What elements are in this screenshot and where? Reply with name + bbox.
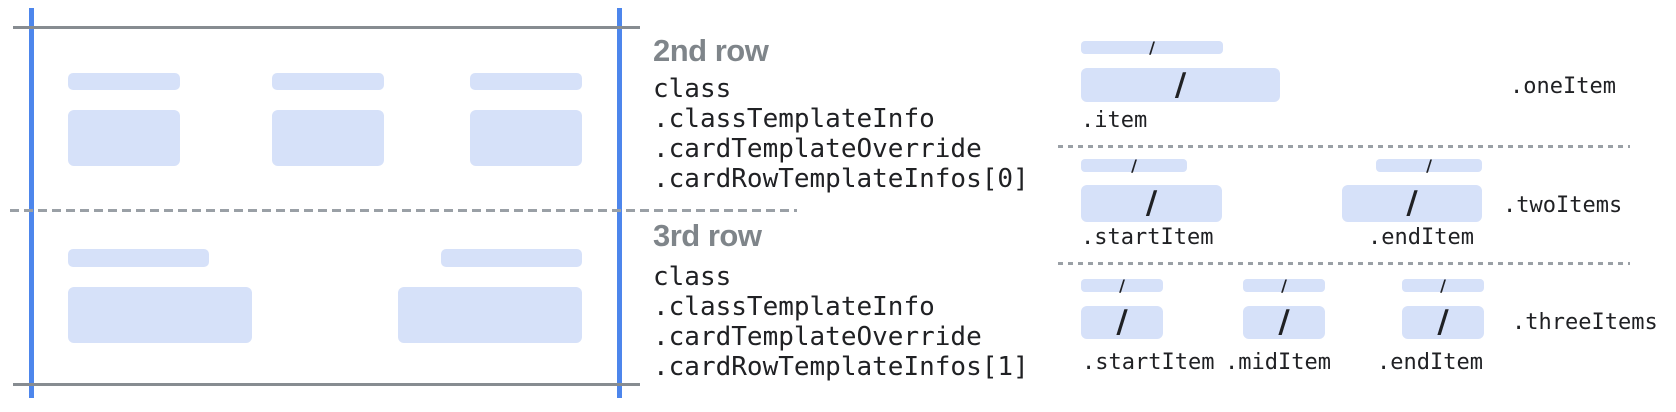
item-label-bar: / [1081,38,1223,57]
slash-icon: / [1406,185,1418,221]
field-value-placeholder [398,287,582,343]
row-separator-dashed-line [10,209,797,212]
item-label: .item [1081,108,1148,133]
field-value-placeholder [470,110,582,166]
row2-heading: 2nd row [653,33,769,68]
field-label-placeholder [441,249,582,267]
item-label: .endItem [1368,225,1474,250]
slash-icon: / [1149,38,1155,57]
field-label-placeholder [470,73,582,90]
slash-icon: / [1426,156,1432,175]
code-path-line: .cardTemplateOverride [653,322,982,352]
row3-heading: 3rd row [653,218,762,253]
slash-icon: / [1174,66,1187,103]
section-separator-dotted-line [1058,262,1630,265]
item-label-bar: / [1376,156,1482,175]
item-value-bar: / [1081,306,1163,339]
slash-icon: / [1131,156,1137,175]
slash-icon: / [1437,304,1449,340]
item-label: .startItem [1081,225,1214,250]
card-top-boundary-line [13,26,640,29]
item-value-bar: / [1243,306,1325,339]
item-value-bar: / [1081,185,1222,222]
card-right-bleed-line [617,8,622,398]
item-label: .startItem [1082,350,1215,375]
code-path-line: .classTemplateInfo [653,292,935,322]
item-label-bar: / [1081,156,1187,175]
field-label-placeholder [68,249,209,267]
section-separator-dotted-line [1058,145,1630,148]
field-value-placeholder [272,110,384,166]
field-label-placeholder [272,73,384,90]
item-label: .midItem [1225,350,1331,375]
code-path-line: .cardTemplateOverride [653,134,982,164]
card-bottom-boundary-line [13,383,640,386]
code-path-line: .cardRowTemplateInfos[1] [653,352,1029,382]
code-path-line: .cardRowTemplateInfos[0] [653,164,1029,194]
slash-icon: / [1145,185,1158,221]
item-label: .endItem [1377,350,1483,375]
item-value-bar: / [1342,185,1482,222]
item-label-bar: / [1081,276,1163,295]
field-label-placeholder [68,73,180,90]
field-value-placeholder [68,287,252,343]
item-value-bar: / [1081,68,1280,102]
template-name-label: .oneItem [1510,74,1616,99]
slash-icon: / [1116,304,1128,340]
template-name-label: .twoItems [1503,193,1623,218]
template-name-label: .threeItems [1512,310,1658,335]
code-path-line: .classTemplateInfo [653,104,935,134]
item-label-bar: / [1402,276,1484,295]
item-value-bar: / [1402,306,1484,339]
slash-icon: / [1278,304,1290,340]
slash-icon: / [1281,276,1287,295]
slash-icon: / [1119,276,1125,295]
field-value-placeholder [68,110,180,166]
card-left-bleed-line [29,8,34,398]
code-path-line: class [653,74,732,104]
code-path-line: class [653,262,732,292]
slash-icon: / [1440,276,1446,295]
item-label-bar: / [1243,276,1325,295]
